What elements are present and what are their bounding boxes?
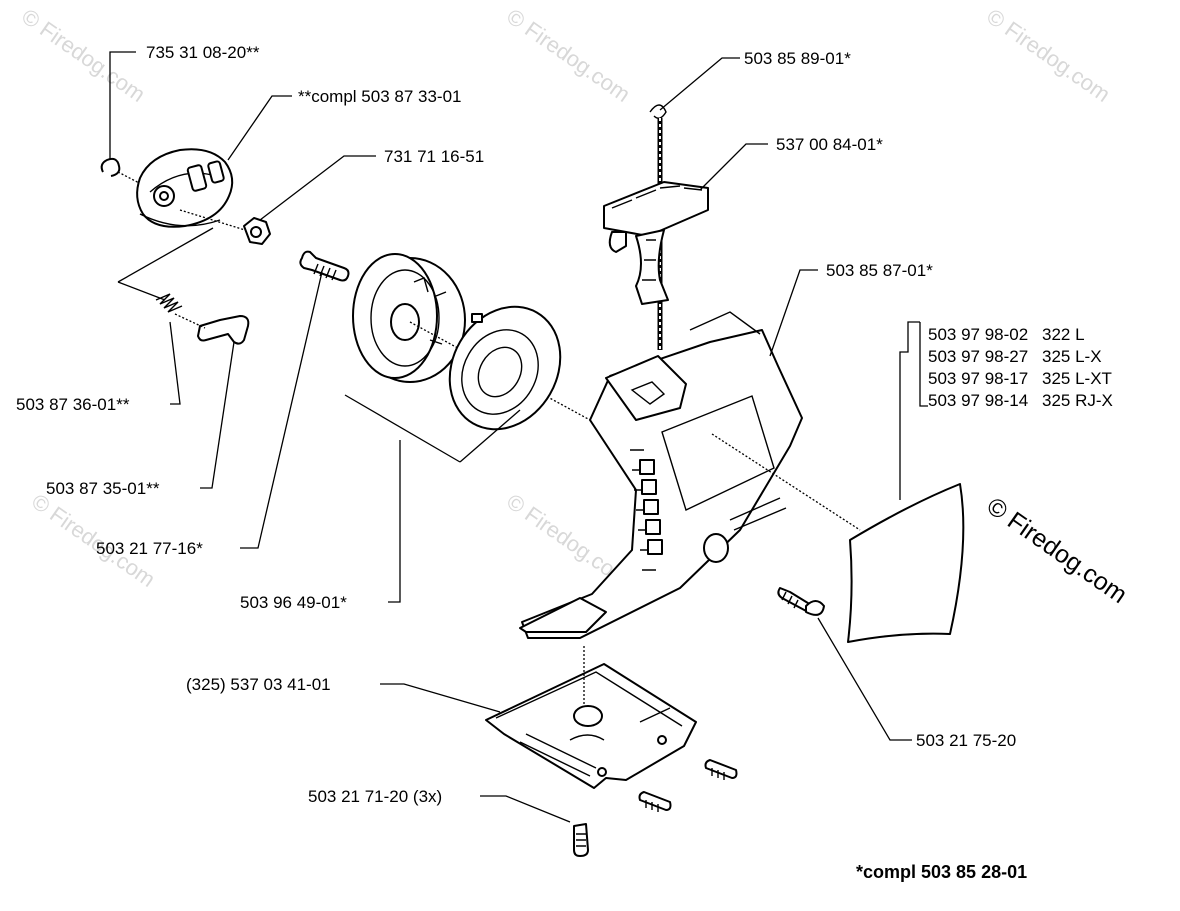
decal-model: 325 L-X — [1042, 347, 1102, 366]
bottom-screws-part — [573, 759, 738, 857]
starter-housing-part — [519, 311, 803, 639]
watermark: © Firedog.com — [502, 4, 635, 107]
label-503-96-49-01: 503 96 49-01* — [240, 593, 347, 612]
label-503-21-75-20: 503 21 75-20 — [916, 731, 1016, 750]
label-503-21-71-20: 503 21 71-20 (3x) — [308, 787, 442, 806]
pawl-holder-part — [136, 148, 234, 228]
label-735-31-08-20: 735 31 08-20** — [146, 43, 260, 62]
label-503-21-77-16: 503 21 77-16* — [96, 539, 203, 558]
label-503-85-87-01: 503 85 87-01* — [826, 261, 933, 280]
decal-variants-table: 503 97 98-02 322 L 503 97 98-27 325 L-X … — [928, 325, 1113, 410]
pawl-part — [174, 313, 250, 345]
spring-part — [117, 227, 214, 313]
watermark: © Firedog.com — [17, 4, 150, 107]
decal-part — [711, 433, 965, 643]
label-503-87-36-01: 503 87 36-01** — [16, 395, 130, 414]
decal-model: 322 L — [1042, 325, 1085, 344]
label-503-87-35-01: 503 87 35-01** — [46, 479, 160, 498]
leader-lines — [109, 51, 928, 823]
decal-part-number: 503 97 98-14 — [928, 391, 1028, 410]
nut-part — [179, 209, 271, 245]
starter-pulley-part — [352, 253, 591, 421]
label-537-00-84-01: 537 00 84-01* — [776, 135, 883, 154]
housing-screw-part — [777, 587, 825, 616]
decal-model: 325 RJ-X — [1042, 391, 1113, 410]
bottom-plate-part — [485, 646, 697, 789]
label-325-537-03-41-01: (325) 537 03 41-01 — [186, 675, 331, 694]
decal-part-number: 503 97 98-17 — [928, 369, 1028, 388]
screw-part — [299, 250, 350, 282]
starter-handle-part — [603, 181, 709, 305]
decal-part-number: 503 97 98-27 — [928, 347, 1028, 366]
label-compl-503-87-33-01: **compl 503 87 33-01 — [298, 87, 462, 106]
footer-compl-note: *compl 503 85 28-01 — [856, 862, 1027, 882]
label-731-71-16-51: 731 71 16-51 — [384, 147, 484, 166]
recoil-spring-part — [344, 305, 562, 463]
watermark: © Firedog.com — [982, 4, 1115, 107]
watermark-firedog: © Firedog.com — [982, 492, 1133, 609]
decal-part-number: 503 97 98-02 — [928, 325, 1028, 344]
decal-model: 325 L-XT — [1042, 369, 1112, 388]
label-503-85-89-01: 503 85 89-01* — [744, 49, 851, 68]
